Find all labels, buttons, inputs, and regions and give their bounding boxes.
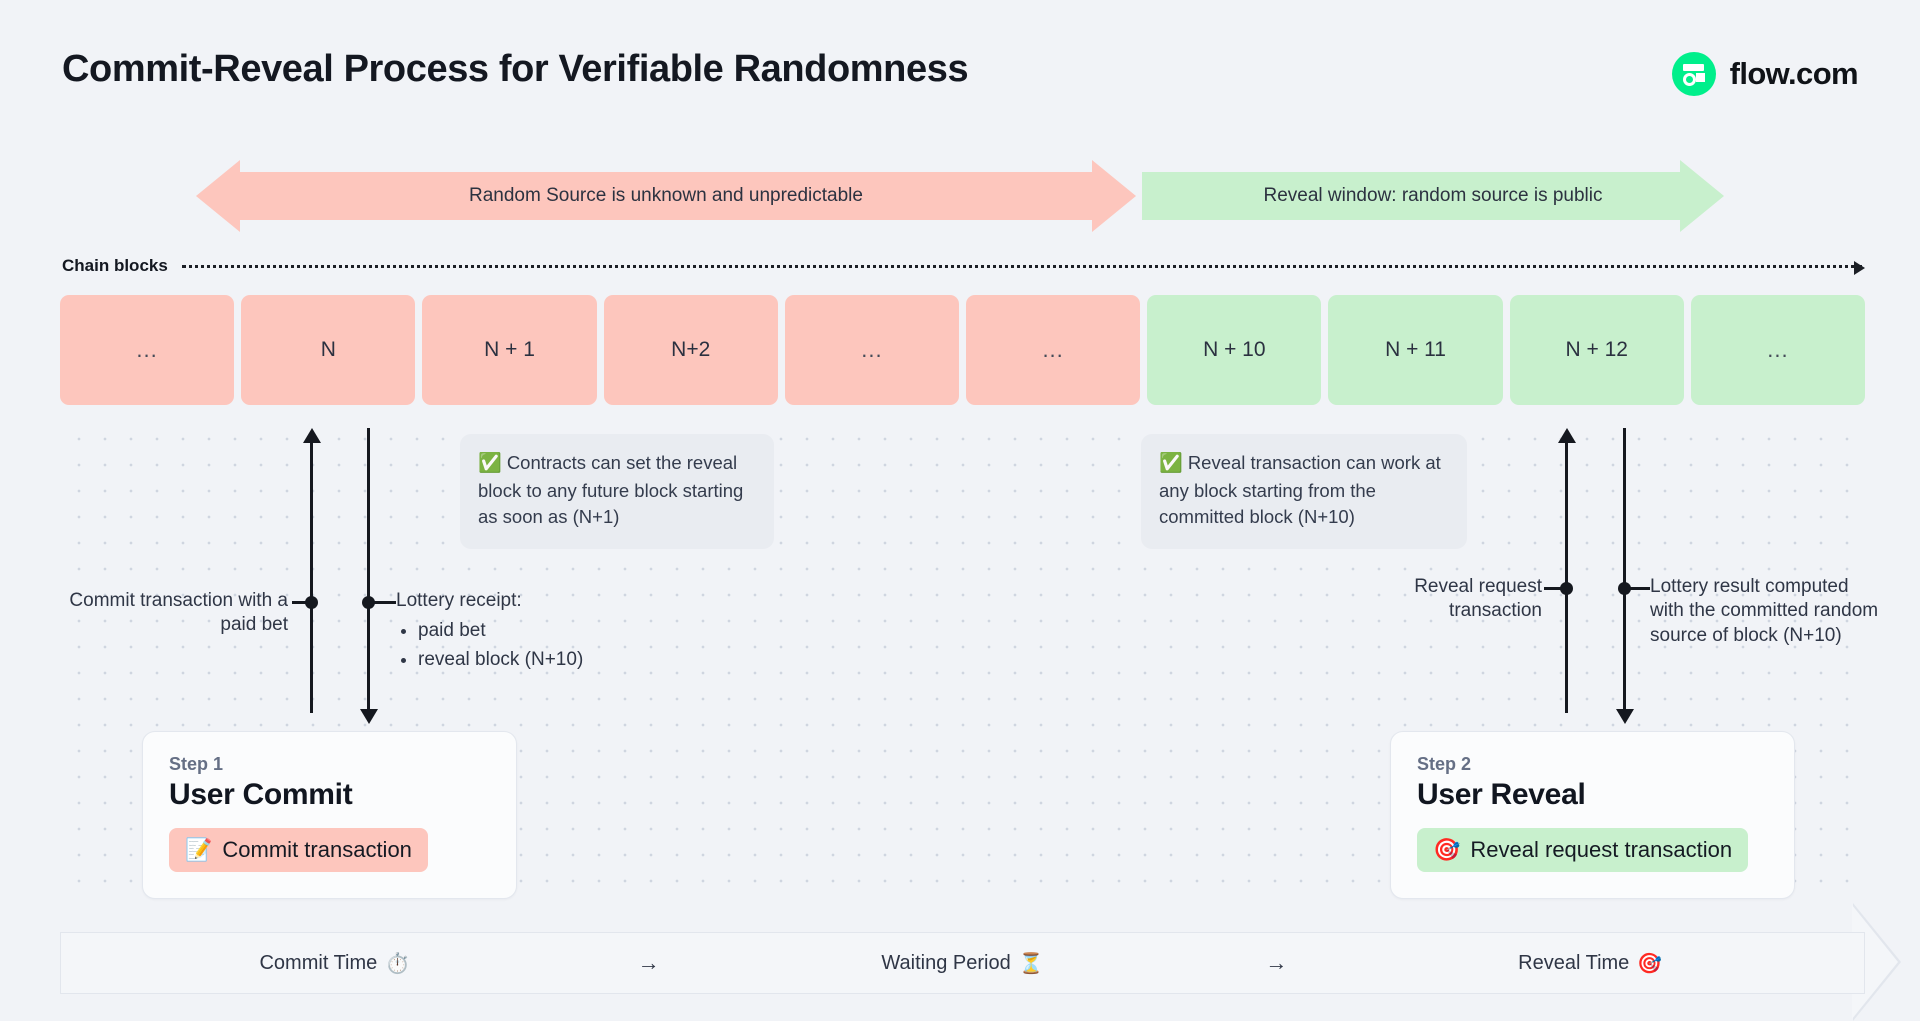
arrow-head-right-icon bbox=[1092, 160, 1136, 232]
direct-hit-icon: 🎯 bbox=[1433, 837, 1461, 862]
white-check-mark-icon: ✅ bbox=[478, 453, 502, 474]
phase-banners: Random Source is unknown and unpredictab… bbox=[0, 160, 1920, 232]
annotation-commit-transaction: Commit transaction with a paid bet bbox=[69, 590, 288, 636]
white-check-mark-icon: ✅ bbox=[1159, 453, 1183, 474]
timeline-phase-icon: ⏳ bbox=[1018, 952, 1044, 975]
timeline-phase-label: Reveal Time bbox=[1518, 951, 1630, 974]
lottery-receipt-list: paid bet reveal block (N+10) bbox=[396, 619, 696, 672]
step-2-title: User Reveal bbox=[1417, 778, 1586, 811]
timeline-arrow-icon: → bbox=[1265, 950, 1288, 975]
timeline-phase-icon: 🎯 bbox=[1637, 952, 1663, 975]
chain-block: N+2 bbox=[603, 295, 778, 405]
chain-dotted-axis-line bbox=[181, 260, 1865, 275]
step-card-user-commit[interactable]: Step 1 User Commit 📝 Commit transaction bbox=[142, 731, 517, 899]
chain-block: N + 10 bbox=[1147, 295, 1322, 405]
banner-reveal-label: Reveal window: random source is public bbox=[1263, 185, 1603, 206]
timeline-phase-icon: ⏱️ bbox=[385, 952, 411, 975]
reveal-request-pill-label: Reveal request transaction bbox=[1470, 837, 1733, 862]
commit-transaction-pill[interactable]: 📝 Commit transaction bbox=[169, 828, 428, 872]
chain-block: N bbox=[241, 295, 416, 405]
timeline-phase: Commit Time ⏱️ bbox=[61, 951, 609, 976]
commit-transaction-pill-label: Commit transaction bbox=[222, 837, 412, 862]
chain-blocks-axis: Chain blocks bbox=[62, 255, 1865, 277]
chain-block: ... bbox=[60, 295, 235, 405]
page-title: Commit-Reveal Process for Verifiable Ran… bbox=[62, 48, 969, 90]
banner-unknown-label: Random Source is unknown and unpredictab… bbox=[469, 185, 863, 206]
reveal-request-transaction-pill[interactable]: 🎯 Reveal request transaction bbox=[1417, 828, 1749, 872]
timeline-phase: Waiting Period ⏳ bbox=[689, 951, 1237, 976]
chain-block: ... bbox=[966, 295, 1141, 405]
timeline-phase-label: Commit Time bbox=[259, 951, 378, 974]
chain-blocks-label: Chain blocks bbox=[62, 256, 168, 275]
chain-block: N + 1 bbox=[422, 295, 597, 405]
callout-contracts: ✅ Contracts can set the reveal block to … bbox=[460, 434, 774, 550]
brand-logo: flow.com bbox=[1671, 52, 1859, 96]
arrow-head-right-icon bbox=[1680, 160, 1724, 232]
memo-icon: 📝 bbox=[185, 837, 213, 862]
chain-block: ... bbox=[1690, 295, 1866, 405]
banner-reveal-window: Reveal window: random source is public bbox=[1142, 160, 1724, 232]
step-card-user-reveal[interactable]: Step 2 User Reveal 🎯 Reveal request tran… bbox=[1390, 731, 1795, 899]
chain-block: N + 12 bbox=[1509, 295, 1684, 405]
bottom-timeline: Commit Time ⏱️ → Waiting Period ⏳ → Reveal Tim… bbox=[60, 932, 1865, 994]
brand-name: flow.com bbox=[1729, 56, 1859, 91]
banner-random-unknown: Random Source is unknown and unpredictab… bbox=[196, 160, 1136, 232]
arrow-right-icon bbox=[1854, 260, 1865, 275]
annotation-reveal-request: Reveal request transaction bbox=[1414, 576, 1542, 622]
step-1-title: User Commit bbox=[169, 778, 353, 811]
lottery-receipt-item: paid bet bbox=[418, 619, 696, 643]
timeline-phase-label: Waiting Period bbox=[881, 951, 1011, 974]
timeline-phase: Reveal Time 🎯 bbox=[1316, 951, 1864, 976]
lottery-receipt-item: reveal block (N+10) bbox=[418, 648, 696, 672]
arrow-head-left-icon bbox=[196, 160, 240, 232]
callout-reveal: ✅ Reveal transaction can work at any blo… bbox=[1141, 434, 1467, 550]
timeline-arrow-icon: → bbox=[637, 950, 660, 975]
step-2-kicker: Step 2 bbox=[1417, 754, 1472, 774]
callout-reveal-text: Reveal transaction can work at any block… bbox=[1159, 452, 1441, 528]
annotation-lottery-result: Lottery result computed with the committ… bbox=[1650, 576, 1879, 646]
chain-block: N + 11 bbox=[1328, 295, 1503, 405]
chain-block: ... bbox=[784, 295, 960, 405]
callout-contracts-text: Contracts can set the reveal block to an… bbox=[478, 452, 744, 528]
page-header: Commit-Reveal Process for Verifiable Ran… bbox=[62, 48, 1859, 108]
annotation-lottery-receipt: Lottery receipt: paid bet reveal block (N… bbox=[396, 589, 696, 672]
step-1-kicker: Step 1 bbox=[169, 754, 224, 774]
flow-logo-icon bbox=[1671, 52, 1716, 96]
lottery-receipt-title: Lottery receipt: bbox=[396, 590, 522, 611]
